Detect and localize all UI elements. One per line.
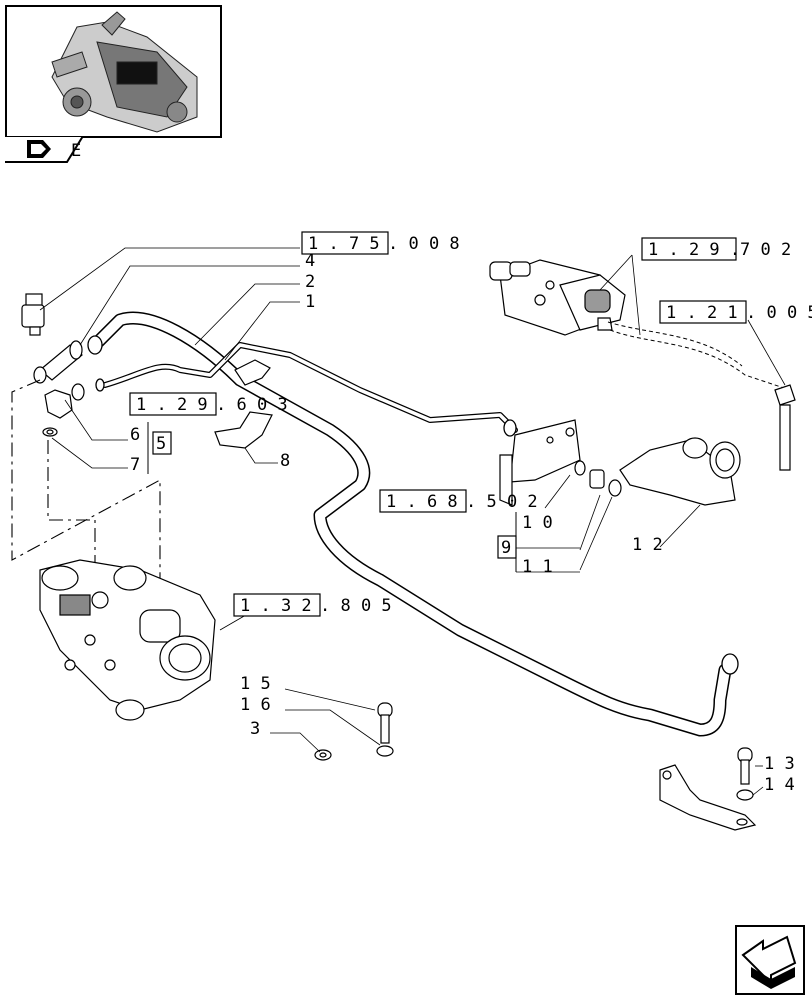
svg-text:1 . 3 2: 1 . 3 2 — [240, 596, 312, 616]
elbow-fitting-part — [42, 383, 85, 437]
pipe-bracket-part — [214, 359, 273, 449]
leader-lines — [39, 247, 786, 796]
callout-2: 2 — [305, 272, 315, 292]
tractor-assembly-thumbnail — [51, 11, 198, 133]
svg-text:1 . 2 9 .: 1 . 2 9 . — [648, 240, 740, 260]
callout-4: 4 — [305, 251, 315, 271]
ref-1-68[interactable]: 1 . 6 8 . 5 0 2 — [379, 489, 538, 513]
callout-6: 6 — [130, 425, 140, 445]
callout-3: 3 — [250, 719, 260, 739]
callout-8: 8 — [280, 451, 290, 471]
bolt-washer-parts — [314, 702, 754, 801]
svg-text:. 6 0 3: . 6 0 3 — [216, 395, 288, 415]
filter-fitting-part — [774, 384, 796, 471]
thumbnail-caption: E — [71, 141, 81, 161]
svg-text:. 5 0 2: . 5 0 2 — [466, 492, 538, 512]
callout-1: 1 — [305, 292, 315, 312]
callout-10: 1 0 — [522, 513, 553, 533]
ref-1-29-7[interactable]: 1 . 2 9 . 7 0 2 — [641, 237, 791, 261]
pipe-clamp-bracket-part — [659, 764, 757, 831]
ref-1-32[interactable]: 1 . 3 2 . 8 0 5 — [233, 593, 392, 617]
next-page-arrow-icon — [741, 935, 797, 989]
callout-5: 5 — [156, 434, 166, 454]
callout-7: 7 — [130, 455, 140, 475]
callout-9: 9 — [501, 538, 511, 558]
callout-13: 1 3 — [764, 754, 795, 774]
pump-housing-part — [39, 559, 216, 721]
svg-text:1 . 2 9: 1 . 2 9 — [136, 395, 208, 415]
ref-1-29-6[interactable]: 1 . 2 9 . 6 0 3 — [129, 392, 288, 416]
svg-text:7 0 2: 7 0 2 — [740, 240, 791, 260]
support-plate-part — [499, 419, 622, 506]
book-icon — [27, 140, 51, 158]
callout-labels: 4 2 1 6 5 7 8 1 0 9 1 1 1 2 1 5 1 6 3 1 … — [130, 251, 795, 795]
ref-1-75[interactable]: 1 . 7 5 . 0 0 8 — [301, 231, 460, 255]
callout-16: 1 6 — [240, 695, 271, 715]
svg-text:1 . 6 8: 1 . 6 8 — [386, 492, 458, 512]
callout-11: 1 1 — [522, 557, 553, 577]
svg-text:. 0 0 8: . 0 0 8 — [388, 234, 460, 254]
svg-text:1 . 2 1: 1 . 2 1 — [666, 303, 738, 323]
next-page-button[interactable] — [735, 925, 805, 995]
ref-1-21[interactable]: 1 . 2 1 . 0 0 5 — [659, 300, 812, 324]
callout-12: 1 2 — [632, 535, 663, 555]
pressure-sender-part — [21, 293, 83, 384]
overview-thumbnail[interactable] — [5, 5, 222, 138]
svg-text:. 0 0 5: . 0 0 5 — [746, 303, 812, 323]
hose-bracket-part — [619, 437, 741, 506]
svg-text:. 8 0 5: . 8 0 5 — [320, 596, 392, 616]
svg-text:1 . 7 5: 1 . 7 5 — [308, 234, 380, 254]
control-valve-part — [489, 259, 626, 336]
callout-15: 1 5 — [240, 674, 271, 694]
callout-14: 1 4 — [764, 775, 795, 795]
thumbnail-caption-tab: E — [5, 136, 85, 163]
